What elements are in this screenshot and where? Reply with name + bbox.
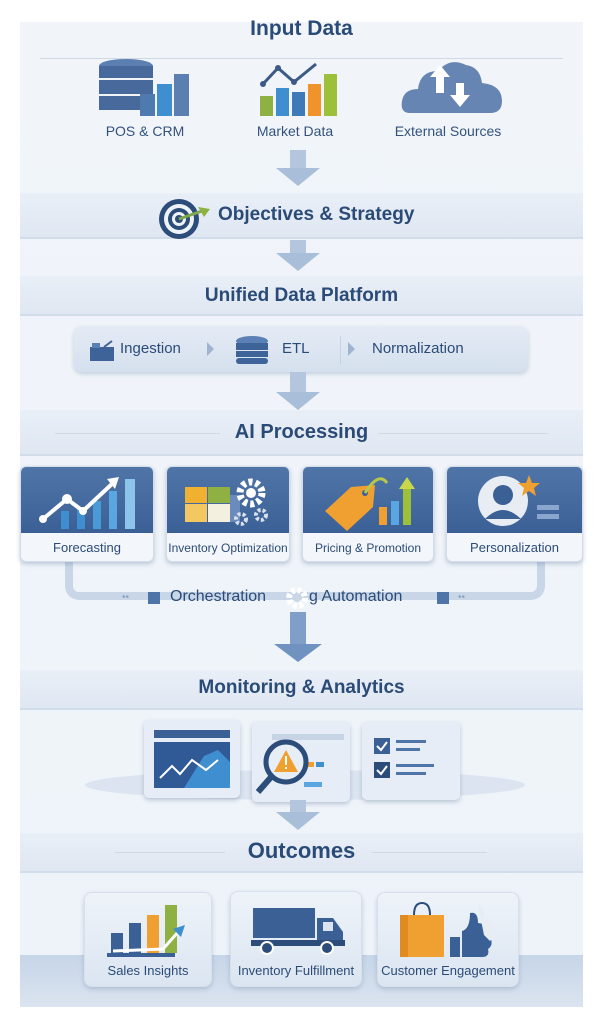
step-label: ETL [282,340,310,357]
dashboard-panel [144,720,240,798]
sales-chart-icon [107,905,185,957]
flow-arrow-stem [290,240,306,254]
cloud-sync-icon [401,62,502,113]
divider [340,336,341,364]
outcome-sales-insights[interactable]: Sales Insights [84,892,212,987]
module-label: Forecasting [53,540,121,555]
flow-arrow-stem [290,372,306,394]
objectives-title: Objectives & Strategy [218,204,415,225]
flow-arrow [276,253,320,271]
flow-arrow-stem [290,800,306,814]
ingestion-icon [90,340,114,361]
input-data-title: Input Data [250,17,353,40]
platform-title: Unified Data Platform [204,285,399,306]
step-arrow-icon [207,342,214,356]
monitoring-band [20,670,583,710]
source-label: External Sources [394,123,502,139]
ai-title: AI Processing [234,421,369,443]
dots-icon: •• [458,592,466,603]
target-icon [159,199,210,239]
flow-arrow [276,392,320,410]
platform-steps-box [74,326,528,372]
source-label: Market Data [256,123,334,139]
boxes-gears-icon [185,478,268,526]
checklist-icon [374,738,434,778]
market-chart-icon [260,62,337,116]
objectives-band [20,193,583,239]
trend-chart-icon [39,477,135,529]
price-tag-icon [325,477,415,531]
divider [55,433,220,434]
outcome-label: Sales Insights [107,963,189,978]
platform-band [20,276,583,316]
orchestration-label-right: g Automation [309,588,403,605]
ai-module-pricing-promotion[interactable]: Pricing & Promotion [302,466,434,562]
step-label: Ingestion [120,340,181,357]
square-icon [148,592,160,604]
outcome-label: Inventory Fulfillment [237,963,355,978]
outcomes-title: Outcomes [247,838,356,863]
step-arrow-icon [348,342,355,356]
gear-icon [286,587,308,609]
ai-module-inventory-optimization[interactable]: Inventory Optimization [166,466,290,562]
flow-arrow-stem [290,150,306,170]
flow-arrow-stem [290,612,306,646]
alert-magnifier-icon [255,734,344,794]
divider [40,58,563,59]
dots-icon: •• [122,592,130,603]
outcomes-band [20,833,583,873]
ai-module-personalization[interactable]: Personalization [446,466,583,562]
flow-arrow [276,168,320,186]
checklist-panel [362,722,460,800]
flow-arrow [274,644,322,662]
alert-panel [252,722,350,802]
ai-module-forecasting[interactable]: Forecasting [20,466,154,562]
outcome-label: Customer Engagement [381,963,515,978]
orchestration-label-left: Orchestration [170,588,267,605]
module-label: Inventory Optimization [168,541,288,555]
outcome-customer-engagement[interactable]: Customer Engagement [377,892,519,987]
database-icon [236,336,268,364]
shopping-bag-thumbs-up-icon [400,901,495,957]
divider [378,433,548,434]
outcome-inventory-fulfillment[interactable]: Inventory Fulfillment [230,891,362,987]
source-label: POS & CRM [105,123,185,139]
flow-arrow [276,812,320,830]
database-chart-icon [99,59,189,116]
dashboard-icon [154,730,230,788]
divider [115,852,225,853]
user-star-icon [478,475,559,526]
module-label: Pricing & Promotion [314,541,422,555]
module-label: Personalization [470,540,559,555]
truck-icon [251,908,345,955]
monitoring-title: Monitoring & Analytics [198,677,405,698]
square-icon [437,592,449,604]
step-label: Normalization [372,340,464,357]
divider [372,852,487,853]
